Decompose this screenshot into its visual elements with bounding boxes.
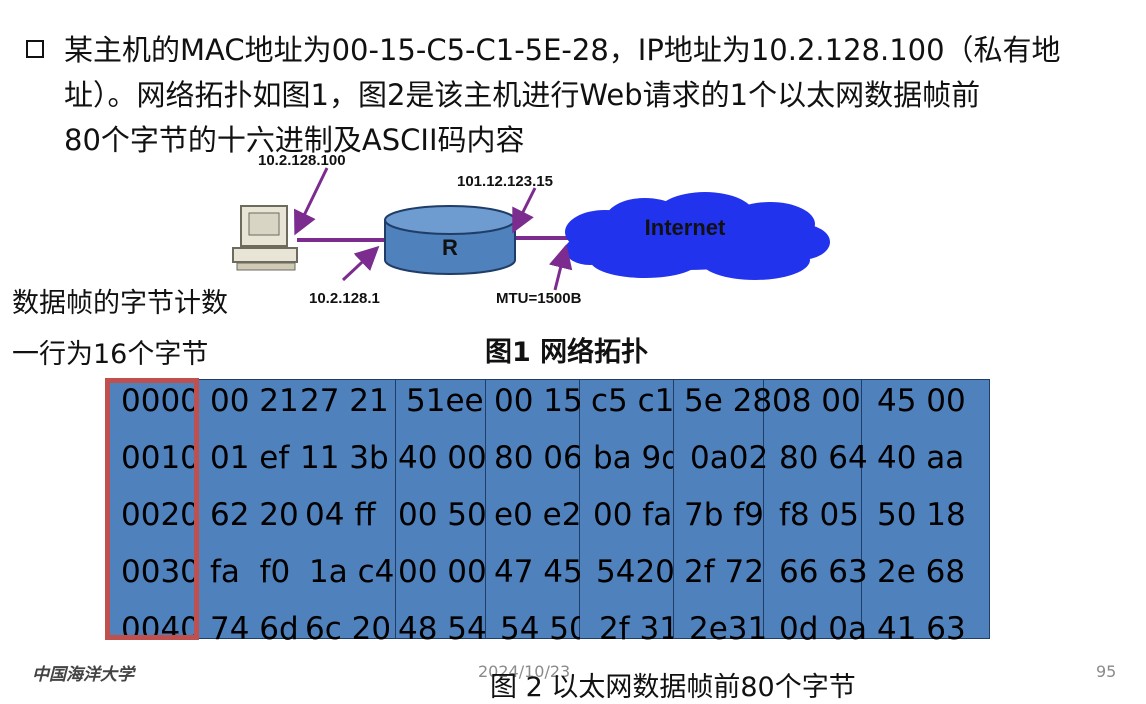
row-offset: 0010	[121, 440, 200, 476]
hex-cell: 0a02	[690, 440, 769, 476]
internet-cloud	[565, 192, 830, 280]
page-number: 95	[1096, 662, 1117, 681]
host-ip-arrow	[294, 167, 329, 236]
internet-label: Internet	[645, 215, 726, 240]
network-topology-diagram: R Internet	[232, 167, 830, 291]
column-divider	[763, 380, 764, 638]
mtu-label: MTU=1500B	[496, 290, 582, 307]
hex-cell: e0 e2	[494, 497, 580, 533]
hex-cell: 5e 28	[684, 383, 772, 419]
hex-cell: 74 6d	[210, 611, 299, 647]
hex-dump-table: 0000 00 21 27 21 51ee 00 15 c5 c1 5e 28 …	[108, 379, 990, 647]
hex-cell: 2f 31	[599, 611, 673, 647]
hex-cell: 47 45	[494, 554, 580, 590]
hex-cell: 51ee	[406, 383, 484, 419]
problem-line-1: 某主机的MAC地址为00-15-C5-C1-5E-28，IP地址为10.2.12…	[64, 33, 1061, 67]
hex-cell: 48 54	[398, 611, 486, 647]
inner-ip-arrow	[341, 245, 380, 282]
offset-column-highlight	[105, 378, 199, 640]
figure2-caption: 图 2 以太网数据帧前80个字节	[490, 672, 856, 703]
hex-cell: 80 06	[494, 440, 580, 476]
hex-cell: 40 00	[398, 440, 486, 476]
problem-line-3: 80个字节的十六进制及ASCII码内容	[64, 123, 525, 157]
host-computer-icon	[232, 205, 298, 271]
router-inner-ip-label: 10.2.128.1	[309, 290, 380, 307]
hex-cell: f8 05	[779, 497, 859, 533]
hex-cell: 00 15	[494, 383, 580, 419]
hex-cell: 00 00	[398, 554, 486, 590]
row-offset: 0000	[121, 383, 200, 419]
hex-cell: 62 20	[210, 497, 299, 533]
hex-cell: 41 63	[877, 611, 966, 647]
row-offset: 0040	[121, 611, 200, 647]
hex-cell: 66 63	[779, 554, 867, 590]
hex-cell: 01 ef	[210, 440, 290, 476]
hex-cell: 40 aa	[877, 440, 965, 476]
column-divider	[673, 380, 674, 638]
bytes-per-row-note: 一行为16个字节	[12, 339, 209, 370]
row-offset: 0020	[121, 497, 200, 533]
hex-cell: 11 3b	[300, 440, 389, 476]
column-divider	[395, 380, 396, 638]
column-divider	[579, 380, 580, 638]
hex-cell: 00 21	[210, 383, 299, 419]
mtu-arrow	[548, 244, 573, 291]
date-footer: 2024/10/23	[478, 662, 571, 681]
hex-cell: 0d 0a	[779, 611, 867, 647]
outer-ip-arrow	[512, 187, 537, 234]
hex-cell: 7b f9	[684, 497, 764, 533]
hex-cell: 5420	[596, 554, 675, 590]
problem-line-2: 址）。网络拓扑如图1，图2是该主机进行Web请求的1个以太网数据帧前	[64, 78, 981, 112]
hex-cell: 2e 68	[877, 554, 966, 590]
hex-cell: 6c 20	[305, 611, 392, 647]
hex-cell: c5 c1	[591, 383, 673, 419]
hex-cell: 54 50	[500, 611, 580, 647]
hex-cell: 00 50	[398, 497, 486, 533]
hex-cell: 2f 72	[684, 554, 764, 590]
column-divider	[861, 380, 862, 638]
problem-statement: 某主机的MAC地址为00-15-C5-C1-5E-28，IP地址为10.2.12…	[64, 28, 1124, 163]
hex-cell: 08 00	[772, 383, 861, 419]
hex-cell: 27 21	[300, 383, 389, 419]
row-offset: 0030	[121, 554, 200, 590]
hex-cell: 50 18	[877, 497, 966, 533]
hex-cell: 00 fa	[593, 497, 673, 533]
figure1-caption: 图1 网络拓扑	[485, 337, 649, 368]
host-ip-label: 10.2.128.100	[258, 152, 346, 169]
hex-cell: 80 64	[779, 440, 867, 476]
column-divider	[485, 380, 486, 638]
router-label: R	[442, 235, 458, 260]
hex-cell: 2e31	[689, 611, 768, 647]
router-outer-ip-label: 101.12.123.15	[457, 173, 553, 190]
byte-count-note: 数据帧的字节计数	[12, 288, 228, 319]
hex-cell: 04 ff	[305, 497, 376, 533]
institution-footer: 中国海洋大学	[32, 665, 134, 685]
hex-cell: 45 00	[877, 383, 966, 419]
hex-cell: fa f0	[210, 554, 291, 590]
hex-cell: 1a c4	[309, 554, 395, 590]
hex-cell: ba 9d	[593, 440, 673, 476]
bullet-square-icon	[26, 40, 44, 58]
